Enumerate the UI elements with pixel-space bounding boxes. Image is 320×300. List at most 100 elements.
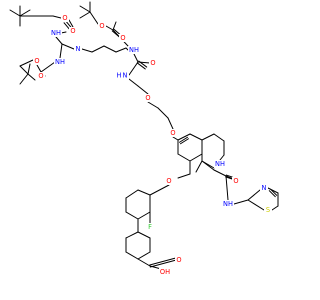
bond-53 (179, 138, 189, 145)
label-n-thz: N (260, 184, 268, 192)
bond-12 (55, 36, 63, 45)
label-o-boc3a: O (33, 57, 41, 65)
bond-7 (52, 15, 62, 19)
bond-50 (189, 153, 203, 162)
bond-31 (19, 59, 34, 67)
bond-33 (91, 45, 105, 53)
label-o-amide1: O (149, 59, 157, 67)
bond-35 (115, 47, 127, 53)
text-n-thz: N (262, 184, 267, 192)
label-nh-boc2: NH (128, 46, 140, 54)
text-n-amide1: N (123, 72, 128, 80)
bond-43 (137, 85, 149, 95)
bond-72 (247, 189, 261, 201)
bond-13 (61, 43, 75, 50)
bond-54 (179, 136, 189, 143)
text-o-amide1: O (150, 59, 155, 67)
text-o-peg1: O (145, 94, 150, 102)
label-o-boc2a: O (98, 22, 106, 30)
bond-37 (133, 53, 139, 63)
bond-19 (105, 25, 114, 31)
bond-42 (128, 78, 139, 87)
bond-39 (136, 62, 146, 70)
bond-96 (149, 259, 177, 268)
label-o-boc3b: O (37, 72, 45, 80)
text-nh-ring: NH (215, 160, 225, 168)
text-o-boc2a: O (99, 22, 104, 30)
bond-57 (213, 133, 225, 142)
text-n-imine: N (76, 45, 81, 53)
bond-56 (201, 133, 215, 141)
bond-73 (267, 187, 279, 194)
text-o-boc3b: O (38, 72, 43, 80)
bond-75 (271, 205, 279, 211)
bond-10 (65, 20, 72, 28)
text-o-boc1b: O (70, 27, 75, 35)
bond-71 (233, 199, 249, 205)
bond-15 (79, 5, 91, 13)
bond-65 (201, 160, 215, 171)
bond-64 (195, 160, 203, 173)
text-nh-amide2: NH (223, 200, 233, 208)
text-o-boc1a: O (62, 14, 67, 22)
text-s-thz: S (266, 206, 270, 214)
bond-84 (137, 211, 151, 220)
bond-90 (125, 251, 139, 260)
bond-4 (19, 9, 31, 17)
bond-97 (149, 257, 177, 266)
bond-24 (36, 64, 42, 73)
bond-76 (247, 199, 265, 211)
bond-94 (137, 258, 151, 267)
bond-78 (270, 188, 278, 196)
bond-25 (40, 61, 56, 73)
bond-79 (149, 184, 170, 196)
bond-55 (172, 136, 179, 141)
bond-32 (81, 48, 93, 53)
bond-69 (225, 174, 233, 178)
text-f-aryl: F (148, 223, 152, 231)
bond-88 (125, 231, 139, 239)
label-o-amide2: O (232, 177, 240, 185)
bond-26 (19, 65, 29, 75)
label-f-aryl: F (146, 223, 154, 231)
label-n-imine: N (74, 45, 82, 53)
bond-80 (137, 189, 151, 196)
bond-9 (63, 22, 70, 30)
bond-91 (137, 251, 151, 260)
bond-0 (9, 9, 21, 17)
label-oh-acid: OH (159, 268, 171, 276)
bond-45 (157, 107, 169, 119)
bond-48 (189, 133, 203, 141)
text-nh-boc2: NH (129, 46, 139, 54)
text-o-boc3a: O (34, 57, 39, 65)
bond-36 (125, 47, 129, 51)
text-o-amide2: O (233, 177, 238, 185)
bond-28 (27, 73, 36, 81)
label-o-acid: O (175, 256, 183, 264)
bond-44 (147, 101, 159, 109)
label-nh-g1: NH (50, 29, 62, 37)
bond-70 (225, 175, 229, 201)
text-o-acid: O (176, 256, 181, 264)
bond-93 (137, 231, 151, 239)
label-nh-amide2: NH (222, 200, 234, 208)
label-o-peg2: O (169, 129, 177, 137)
bond-83 (125, 211, 139, 220)
label-nh-g2: NH (54, 58, 66, 66)
bond-63 (177, 173, 191, 179)
bond-29 (27, 63, 31, 75)
text-nh-g1: NH (51, 29, 61, 37)
text-h-amide1: H (117, 72, 122, 80)
bond-layer (9, 1, 279, 271)
bond-41 (128, 61, 139, 76)
text-o-boc2b: O (120, 34, 125, 42)
label-s-thz: S (264, 206, 272, 214)
bond-46 (167, 117, 174, 130)
bond-66 (213, 169, 227, 177)
bond-51 (177, 153, 191, 162)
bond-68 (225, 176, 233, 180)
